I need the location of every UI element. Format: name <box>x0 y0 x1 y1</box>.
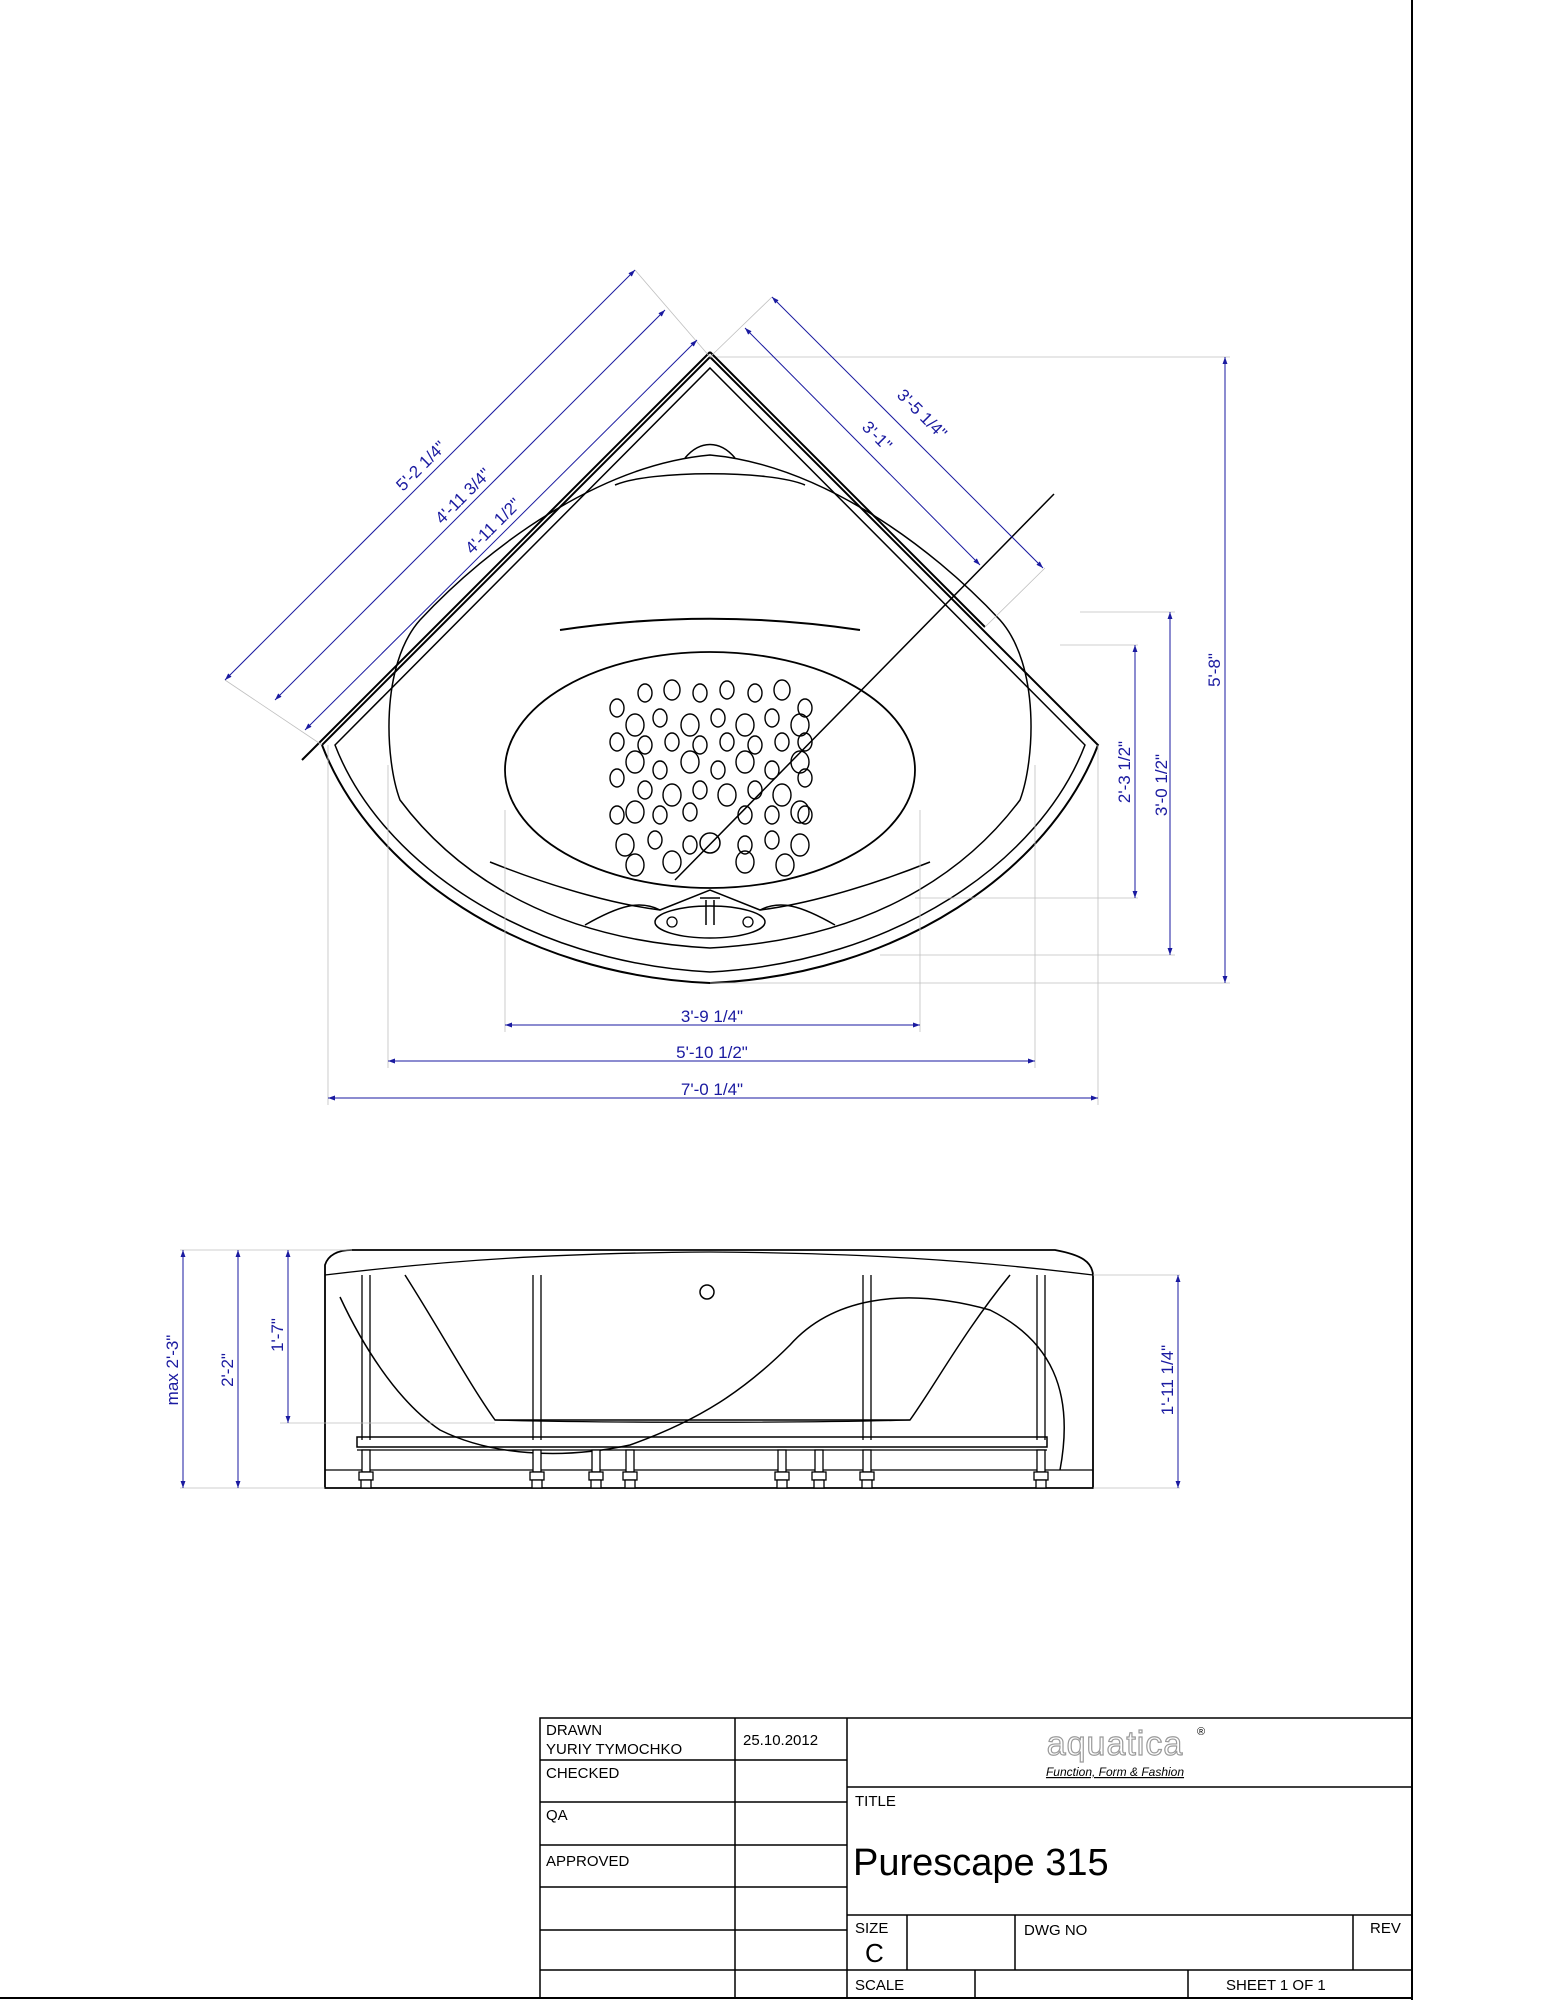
foot <box>529 1449 545 1489</box>
dim-width-total: 7'-0 1/4" <box>681 1080 743 1099</box>
label-dwg-no: DWG NO <box>1024 1922 1087 1939</box>
elevation-view <box>324 1249 1094 1489</box>
drawn-by: YURIY TYMOCHKO <box>546 1741 682 1758</box>
adjustable-feet <box>358 1449 1049 1489</box>
brand-logo: aquatica <box>1047 1725 1184 1763</box>
dim-width-inner: 3'-9 1/4" <box>681 1007 743 1026</box>
headrest-top <box>614 473 806 486</box>
brand-registered-mark: ® <box>1197 1726 1205 1738</box>
drain-right <box>742 916 754 928</box>
label-scale: SCALE <box>855 1977 904 1994</box>
footwell-left <box>489 861 661 911</box>
foot <box>811 1449 827 1489</box>
armrest-line <box>559 617 861 631</box>
section-line <box>674 493 1055 881</box>
support-rail <box>356 1436 1048 1448</box>
dim-diag-mid: 4'-11 3/4" <box>432 465 495 528</box>
foot <box>622 1449 638 1489</box>
basin-ellipse <box>504 651 916 889</box>
elevation-extension-lines <box>180 1249 1180 1489</box>
dim-elev-rim: 1'-7" <box>268 1318 287 1352</box>
foot <box>774 1449 790 1489</box>
section-pivot <box>699 832 721 854</box>
drain-left <box>666 916 678 928</box>
title-block <box>539 1717 1413 1999</box>
foot <box>1033 1449 1049 1489</box>
label-title: TITLE <box>855 1793 896 1810</box>
dim-height-inner: 2'-3 1/2" <box>1115 741 1134 803</box>
drawn-date: 25.10.2012 <box>743 1732 818 1749</box>
dim-right-inner: 3'-1" <box>858 417 895 454</box>
label-drawn: DRAWN <box>546 1722 602 1739</box>
dim-height-mid: 3'-0 1/2" <box>1152 754 1171 816</box>
drawing-title: Purescape 315 <box>853 1842 1109 1884</box>
dim-elev-height: 2'-2" <box>218 1353 237 1387</box>
headrest-bump <box>684 443 736 459</box>
overflow-hole <box>699 1284 715 1300</box>
brand-tagline: Function, Form & Fashion <box>1046 1765 1184 1779</box>
plan-horizontal-dimensions <box>328 1022 1098 1101</box>
plan-diagonal-left <box>224 269 711 761</box>
elevation-bottom <box>494 1419 911 1423</box>
elevation-section-curve <box>339 1296 1065 1471</box>
plan-diagonal-right <box>709 296 1046 628</box>
overflow-fitting <box>654 905 766 939</box>
dim-diag-outer: 5'-2 1/4" <box>392 437 449 494</box>
elevation-basin <box>404 1274 1011 1421</box>
dim-elev-right: 1'-11 1/4" <box>1158 1345 1177 1415</box>
label-size: SIZE <box>855 1920 888 1937</box>
label-qa: QA <box>546 1807 568 1824</box>
spout <box>700 897 720 925</box>
dim-height-total: 5'-8" <box>1205 653 1224 687</box>
tub-rim-outline <box>334 366 1086 973</box>
plan-vertical-dimensions <box>1132 357 1228 983</box>
foot <box>358 1449 374 1489</box>
footwell-right <box>759 861 931 911</box>
size-value: C <box>865 1938 884 1968</box>
label-rev: REV <box>1370 1920 1401 1937</box>
elevation-rim <box>324 1251 1094 1276</box>
jet-pattern <box>609 679 813 877</box>
foot <box>588 1449 604 1489</box>
elevation-dimensions <box>180 1250 1181 1488</box>
seat-bottom <box>584 889 836 926</box>
dim-width-mid: 5'-10 1/2" <box>676 1043 748 1062</box>
foot <box>859 1449 875 1489</box>
label-checked: CHECKED <box>546 1765 620 1782</box>
dim-elev-max: max 2'-3" <box>163 1335 182 1406</box>
label-approved: APPROVED <box>546 1853 630 1870</box>
dim-right-outer: 3'-5 1/4" <box>893 385 950 442</box>
sheet-number: SHEET 1 OF 1 <box>1226 1977 1326 1994</box>
